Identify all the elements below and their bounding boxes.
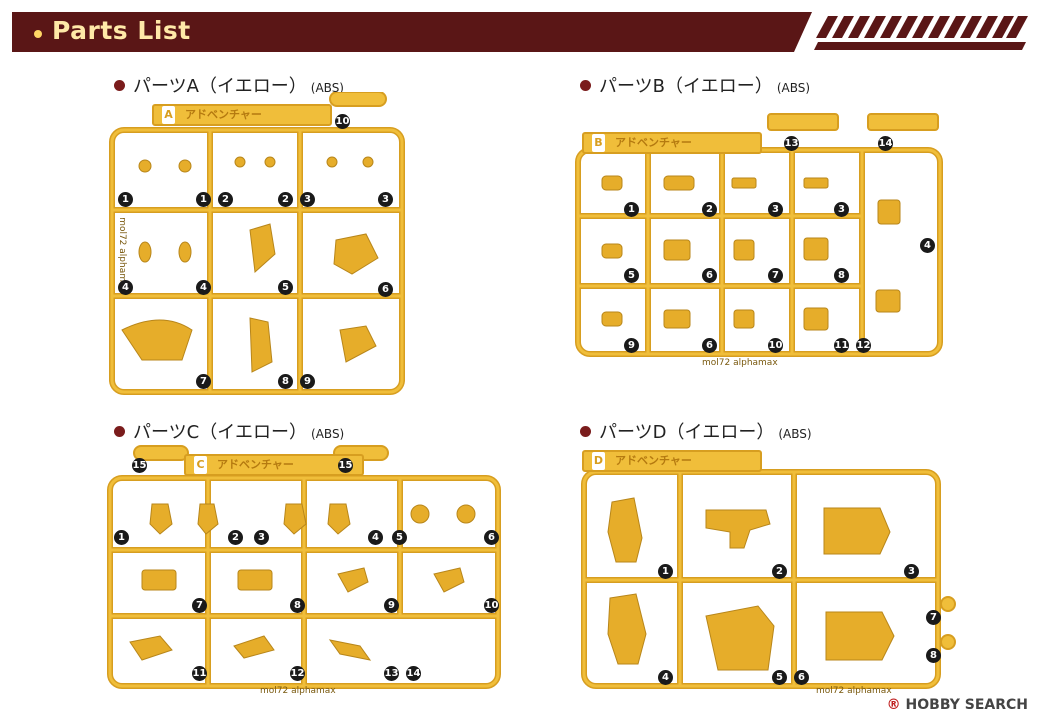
part-number: 15 — [132, 458, 147, 473]
section-c-label: パーツC（イエロー） — [133, 422, 308, 443]
part-number: 4 — [196, 280, 211, 295]
runner-a-tag-text: アドベンチャー — [185, 108, 262, 121]
part-number: 13 — [384, 666, 399, 681]
header-bg — [12, 12, 1028, 52]
runner-c-side-mark: mol72 alphamax — [260, 686, 336, 696]
part-number: 9 — [300, 374, 315, 389]
part-number: 7 — [192, 598, 207, 613]
runner-c-frame — [107, 445, 501, 689]
part-number: 9 — [384, 598, 399, 613]
part-number: 15 — [338, 458, 353, 473]
part-number: 10 — [768, 338, 783, 353]
hexagon-icon — [114, 80, 125, 91]
part-number: 4 — [368, 530, 383, 545]
runner-b-tag: B アドベンチャー — [582, 132, 762, 154]
part-number: 7 — [196, 374, 211, 389]
section-c-heading: パーツC（イエロー）(ABS) — [114, 418, 344, 444]
part-number: 12 — [856, 338, 871, 353]
part-number: 1 — [196, 192, 211, 207]
part-number: 10 — [484, 598, 499, 613]
section-d-heading: パーツD（イエロー）(ABS) — [580, 418, 812, 444]
section-c-material: (ABS) — [311, 427, 345, 441]
part-number: 3 — [904, 564, 919, 579]
part-number: 3 — [834, 202, 849, 217]
part-number: 8 — [926, 648, 941, 663]
runner-b-letter: B — [592, 134, 605, 152]
part-number: 8 — [278, 374, 293, 389]
part-number: 13 — [784, 136, 799, 151]
part-number: 12 — [290, 666, 305, 681]
runner-d-letter: D — [592, 452, 605, 470]
section-d-label: パーツD（イエロー） — [599, 422, 775, 443]
part-number: 4 — [658, 670, 673, 685]
part-number: 3 — [300, 192, 315, 207]
runner-b-side-mark: mol72 alphamax — [702, 358, 778, 368]
runner-c-tag: C アドベンチャー — [184, 454, 364, 476]
part-number: 3 — [254, 530, 269, 545]
runner-d-tag: D アドベンチャー — [582, 450, 762, 472]
part-number: 1 — [624, 202, 639, 217]
part-number: 6 — [378, 282, 393, 297]
runner-d-tag-text: アドベンチャー — [615, 454, 692, 467]
part-number: 6 — [484, 530, 499, 545]
part-number: 2 — [278, 192, 293, 207]
part-number: 3 — [378, 192, 393, 207]
part-number: 6 — [702, 338, 717, 353]
part-number: 11 — [192, 666, 207, 681]
watermark-brand: HOBBY SEARCH — [905, 697, 1028, 713]
section-b-material: (ABS) — [776, 81, 811, 95]
part-number: 2 — [702, 202, 717, 217]
part-number: 14 — [406, 666, 421, 681]
part-number: 5 — [392, 530, 407, 545]
runner-d: D アドベンチャー mol72 alphamax 1 2 3 4 5 6 7 8 — [576, 446, 966, 700]
part-number: 6 — [794, 670, 809, 685]
part-number: 8 — [834, 268, 849, 283]
runner-a-letter: A — [162, 106, 175, 124]
part-number: 4 — [118, 280, 133, 295]
hexagon-icon — [114, 426, 125, 437]
part-number: 2 — [772, 564, 787, 579]
part-number: 9 — [624, 338, 639, 353]
section-d-material: (ABS) — [778, 427, 812, 441]
part-number: 11 — [834, 338, 849, 353]
watermark-mark: ® — [886, 697, 901, 713]
runner-d-frame — [581, 469, 956, 689]
part-number: 2 — [218, 192, 233, 207]
section-b-label: パーツB（イエロー） — [599, 76, 773, 97]
section-a-label: パーツA（イエロー） — [133, 76, 307, 97]
part-number: 1 — [118, 192, 133, 207]
part-number: 5 — [624, 268, 639, 283]
part-number: 7 — [768, 268, 783, 283]
part-number: 2 — [228, 530, 243, 545]
part-number: 14 — [878, 136, 893, 151]
part-number: 6 — [702, 268, 717, 283]
bullet-icon — [34, 30, 42, 38]
section-b-heading: パーツB（イエロー）(ABS) — [580, 72, 810, 98]
part-number: 1 — [658, 564, 673, 579]
hexagon-icon — [580, 80, 591, 91]
hexagon-icon — [580, 426, 591, 437]
part-number: 5 — [278, 280, 293, 295]
watermark: ® HOBBY SEARCH — [887, 697, 1028, 713]
runner-c-tag-text: アドベンチャー — [217, 458, 294, 471]
part-number: 3 — [768, 202, 783, 217]
runner-a-frame — [109, 91, 405, 395]
page-title: Parts List — [52, 16, 191, 45]
part-number: 4 — [920, 238, 935, 253]
header-banner: Parts List — [12, 10, 1032, 54]
runner-d-side-mark: mol72 alphamax — [816, 686, 892, 696]
part-number: 10 — [335, 114, 350, 129]
runner-a-tag: A アドベンチャー — [152, 104, 332, 126]
runner-c-letter: C — [194, 456, 207, 474]
part-number: 5 — [772, 670, 787, 685]
runner-b-tag-text: アドベンチャー — [615, 136, 692, 149]
part-number: 7 — [926, 610, 941, 625]
part-number: 8 — [290, 598, 305, 613]
part-number: 1 — [114, 530, 129, 545]
